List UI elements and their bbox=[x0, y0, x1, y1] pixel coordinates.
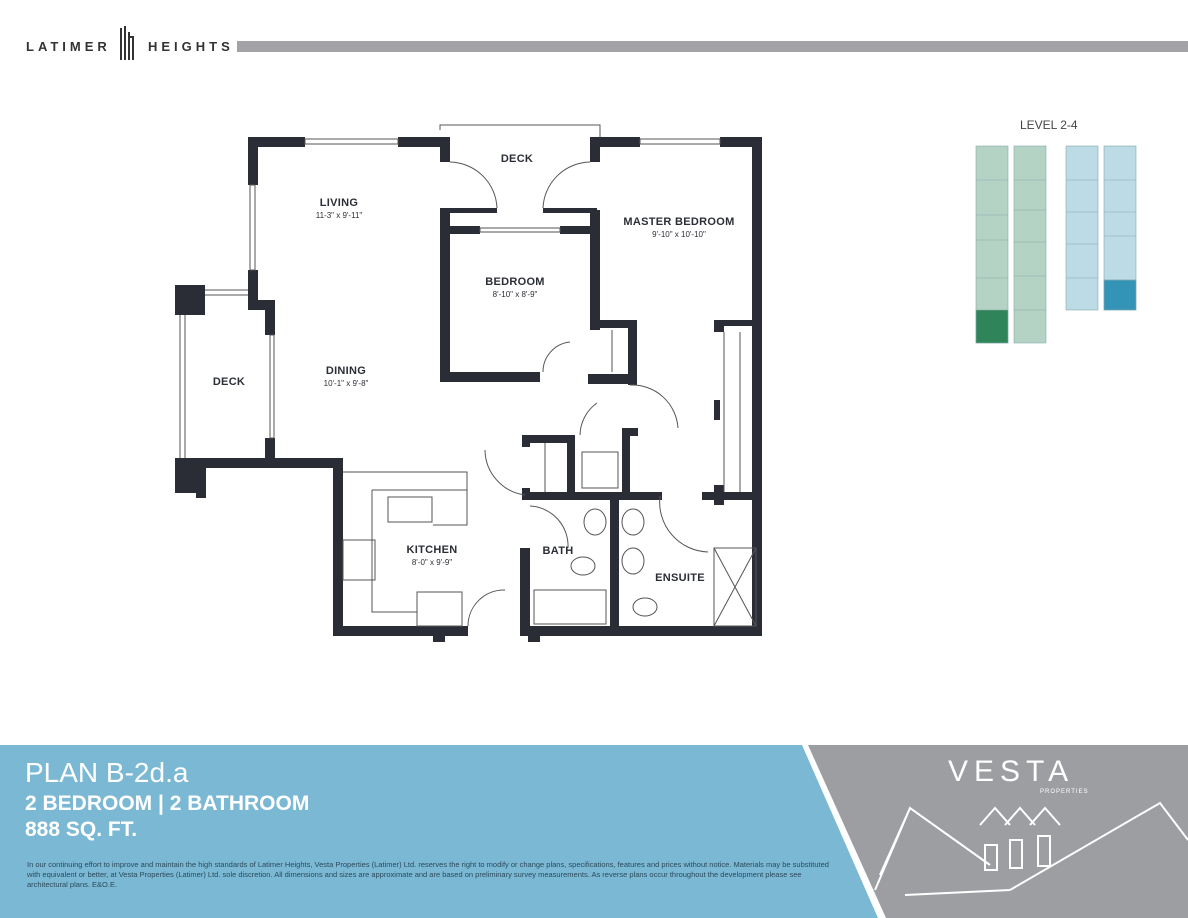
room-deck-top: DECK bbox=[500, 153, 534, 165]
brand-right: HEIGHTS bbox=[148, 39, 234, 54]
vesta-logo-sub: PROPERTIES bbox=[1040, 789, 1089, 795]
keyplan-diagram bbox=[975, 145, 1137, 344]
room-bath: BATH bbox=[542, 545, 574, 557]
room-deck-left: DECK bbox=[212, 376, 246, 388]
house-illustration bbox=[874, 801, 1188, 896]
keyplan-label: LEVEL 2-4 bbox=[1020, 118, 1078, 132]
plan-banner bbox=[0, 745, 1188, 918]
walls bbox=[175, 137, 762, 642]
floor-plan-drawing bbox=[175, 124, 762, 642]
room-ensuite: ENSUITE bbox=[655, 572, 705, 584]
plan-area: 888 SQ. FT. bbox=[25, 818, 138, 841]
brand-left: LATIMER bbox=[26, 39, 111, 54]
plan-title: PLAN B-2d.a bbox=[25, 757, 189, 788]
disclaimer: In our continuing effort to improve and … bbox=[27, 860, 829, 889]
fixtures bbox=[179, 124, 757, 627]
vesta-logo: VESTA bbox=[948, 755, 1075, 788]
plan-config: 2 BEDROOM | 2 BATHROOM bbox=[25, 792, 310, 815]
latimer-logo-icon bbox=[120, 26, 134, 60]
header-bar bbox=[237, 41, 1188, 52]
